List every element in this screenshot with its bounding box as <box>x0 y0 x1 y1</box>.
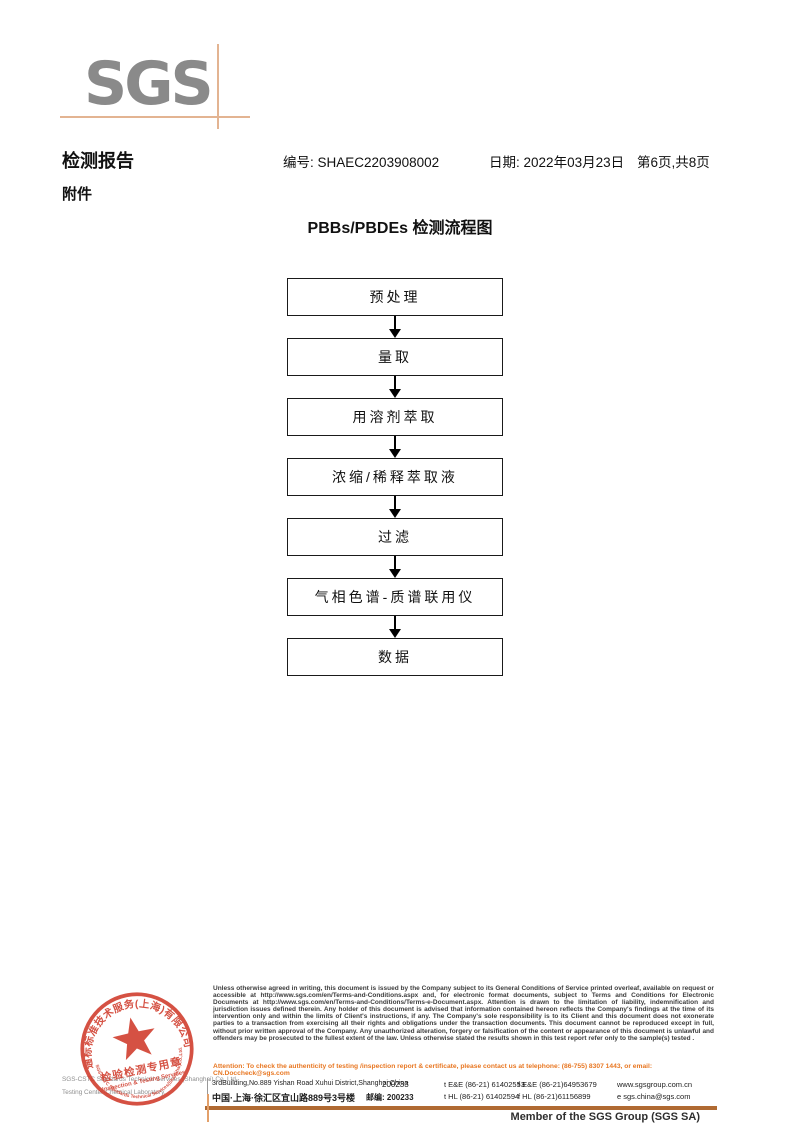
flow-step-solvent-extraction: 用溶剂萃取 <box>287 398 503 436</box>
report-date-label: 日期: <box>489 155 520 170</box>
report-number-value: SHAEC2203908002 <box>317 155 440 170</box>
flow-step-filter: 过滤 <box>287 518 503 556</box>
report-date-value: 2022年03月23日 <box>523 155 625 170</box>
email-address: e sgs.china@sgs.com <box>617 1092 691 1101</box>
website-url: www.sgsgroup.com.cn <box>617 1080 693 1089</box>
company-seal-stamp: 通标标准技术服务(上海)有限公司 检验检测专用章 Inspection & Te… <box>78 990 194 1108</box>
arrow-down-icon <box>389 316 401 338</box>
address-divider <box>207 1078 208 1104</box>
fax-ee: f E&E (86-21)64953679 <box>518 1080 597 1089</box>
phone-ee: t E&E (86-21) 61402553 <box>444 1080 525 1089</box>
legal-disclaimer-text: Unless otherwise agreed in writing, this… <box>213 985 714 1042</box>
seal-star-icon <box>112 1017 155 1061</box>
flow-step-data: 数据 <box>287 638 503 676</box>
footer-crosshair-vertical <box>207 1094 209 1122</box>
footer-orange-rule <box>205 1106 717 1110</box>
page-indicator: 第6页,共8页 <box>637 155 710 170</box>
flow-step-concentrate-dilute: 浓缩/稀释萃取液 <box>287 458 503 496</box>
postcode-english: 200233 <box>382 1080 409 1089</box>
footer-company-name: SGS-CSTC Standards Technical Services (S… <box>62 1076 238 1083</box>
authenticity-attention-text: Attention: To check the authenticity of … <box>213 1063 653 1078</box>
flowchart: 预处理 量取 用溶剂萃取 浓缩/稀释萃取液 过滤 气相色谱-质谱联用仪 数据 <box>287 278 503 676</box>
logo-crosshair-horizontal <box>60 116 250 118</box>
flowchart-title: PBBs/PBDEs 检测流程图 <box>307 220 493 237</box>
address-english: 3rdBuilding,No.889 Yishan Road Xuhui Dis… <box>212 1080 409 1087</box>
postcode-chinese: 邮编: 200233 <box>366 1093 414 1102</box>
report-title: 检测报告 <box>62 151 134 171</box>
phone-hl: t HL (86-21) 61402594 <box>444 1092 520 1101</box>
arrow-down-icon <box>389 436 401 458</box>
report-number: 编号: SHAEC2203908002 <box>283 151 439 171</box>
attachment-label: 附件 <box>62 186 93 203</box>
report-date: 日期: 2022年03月23日 <box>489 151 624 171</box>
flow-step-measure: 量取 <box>287 338 503 376</box>
arrow-down-icon <box>389 556 401 578</box>
flow-step-gcms: 气相色谱-质谱联用仪 <box>287 578 503 616</box>
sgs-logo: SGS <box>84 49 214 119</box>
flow-step-pretreatment: 预处理 <box>287 278 503 316</box>
seal-circle <box>80 992 194 1106</box>
arrow-down-icon <box>389 616 401 638</box>
logo-crosshair-vertical <box>217 44 219 129</box>
fax-hl: f HL (86-21)61156899 <box>518 1092 591 1101</box>
report-number-label: 编号: <box>283 155 314 170</box>
sgs-group-membership-text: Member of the SGS Group (SGS SA) <box>510 1111 700 1123</box>
footer-lab-name: Testing Center-Chemical Laboratory. <box>62 1089 166 1096</box>
arrow-down-icon <box>389 496 401 518</box>
arrow-down-icon <box>389 376 401 398</box>
address-chinese: 中国·上海·徐汇区宜山路889号3号楼 <box>212 1093 356 1103</box>
